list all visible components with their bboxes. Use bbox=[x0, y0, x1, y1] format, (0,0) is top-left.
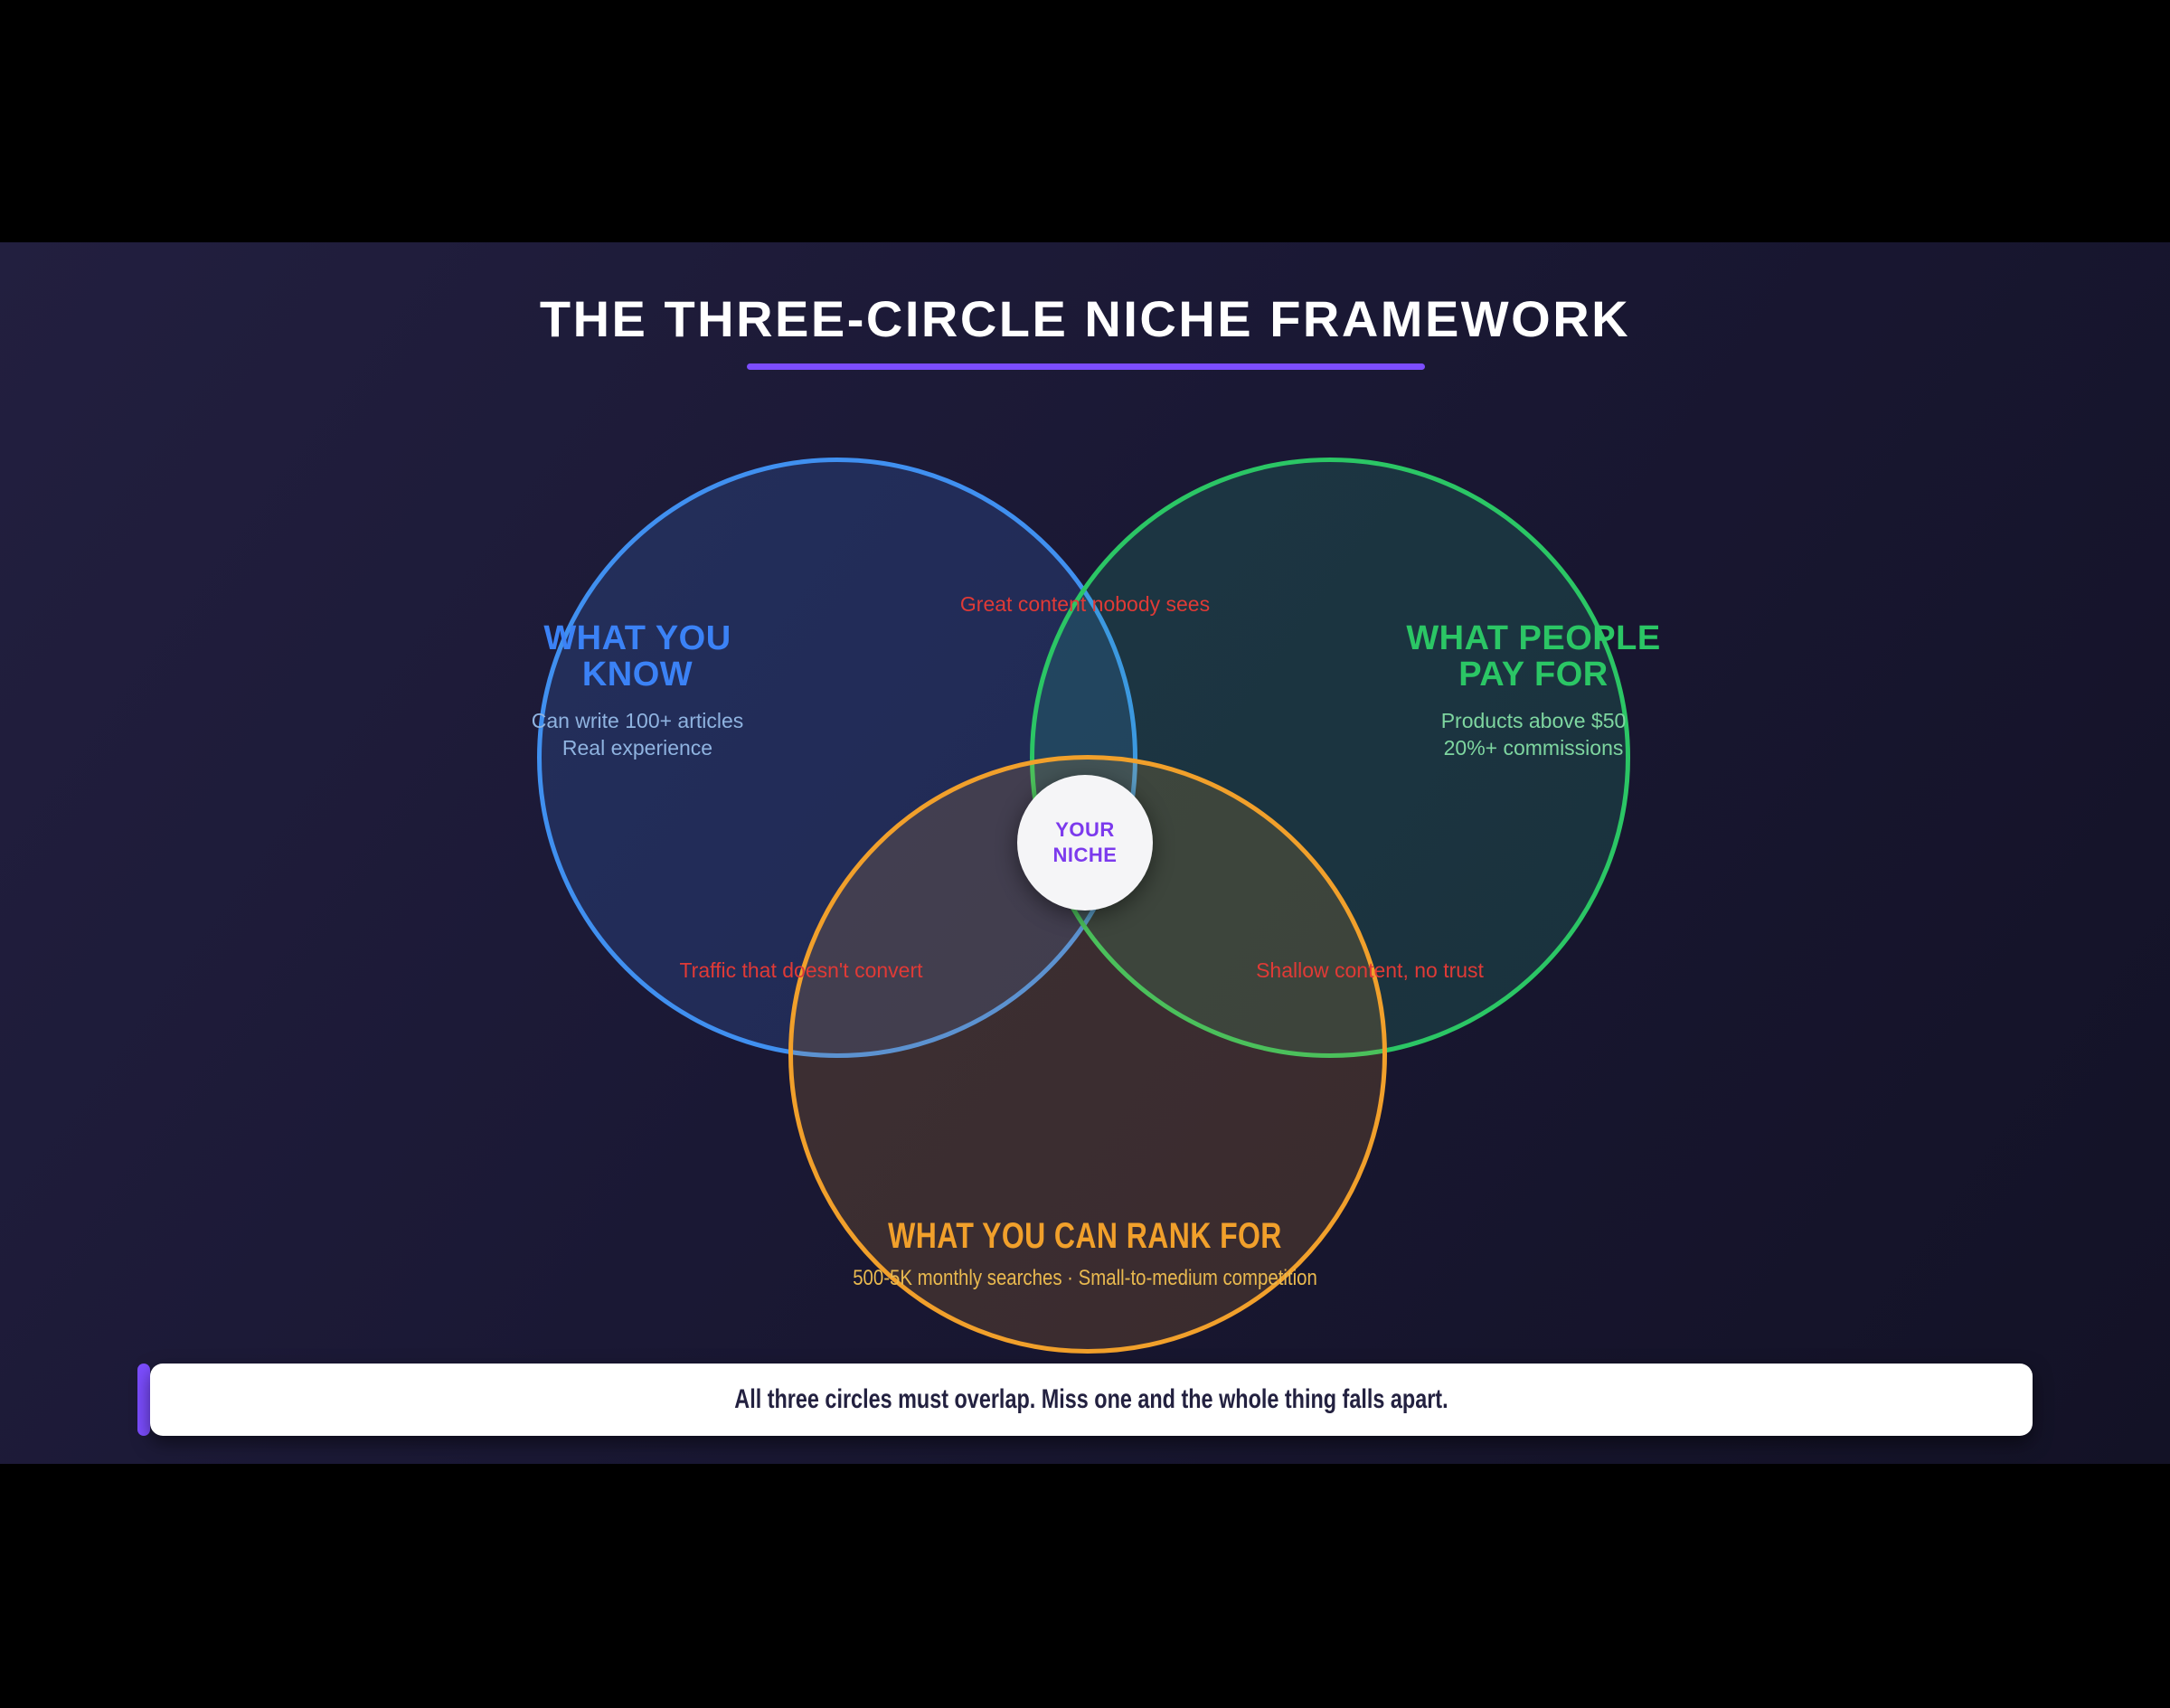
pay-title-line2: PAY FOR bbox=[1458, 656, 1609, 694]
overlap-know-pay-warning: Great content nobody sees bbox=[959, 592, 1211, 616]
banner-text: All three circles must overlap. Miss one… bbox=[734, 1384, 1448, 1414]
label-what-you-can-rank-for: WHAT YOU CAN RANK FOR 500-5K monthly sea… bbox=[633, 1212, 1537, 1292]
pay-title-line1: WHAT PEOPLE bbox=[1406, 619, 1661, 657]
know-title-line2: KNOW bbox=[581, 656, 693, 694]
niche-line2: NICHE bbox=[1052, 844, 1118, 866]
banner-accent-bar bbox=[137, 1364, 150, 1436]
pay-sub2: 20%+ commissions bbox=[1443, 736, 1624, 760]
takeaway-banner: All three circles must overlap. Miss one… bbox=[0, 1364, 2170, 1436]
label-what-you-know: WHAT YOU KNOW Can write 100+ articles Re… bbox=[402, 620, 873, 761]
title-underline bbox=[747, 363, 1425, 370]
label-what-people-pay-for: WHAT PEOPLE PAY FOR Products above $50 2… bbox=[1298, 620, 1769, 761]
rank-title: WHAT YOU CAN RANK FOR bbox=[888, 1216, 1282, 1256]
know-title-line1: WHAT YOU bbox=[543, 619, 731, 657]
rank-sub: 500-5K monthly searches · Small-to-mediu… bbox=[853, 1266, 1317, 1290]
know-sub2: Real experience bbox=[561, 736, 713, 760]
your-niche-badge: YOUR NICHE bbox=[1017, 775, 1153, 911]
banner-box: All three circles must overlap. Miss one… bbox=[150, 1364, 2033, 1436]
page-title: THE THREE-CIRCLE NICHE FRAMEWORK bbox=[539, 290, 1631, 347]
slide-background: THE THREE-CIRCLE NICHE FRAMEWORK WHAT YO… bbox=[0, 242, 2170, 1464]
know-sub1: Can write 100+ articles bbox=[531, 709, 744, 732]
niche-line1: YOUR bbox=[1055, 818, 1115, 841]
pay-sub1: Products above $50 bbox=[1440, 709, 1627, 732]
overlap-know-rank-warning: Traffic that doesn't convert bbox=[679, 958, 923, 982]
overlap-pay-rank-warning: Shallow content, no trust bbox=[1256, 958, 1484, 982]
